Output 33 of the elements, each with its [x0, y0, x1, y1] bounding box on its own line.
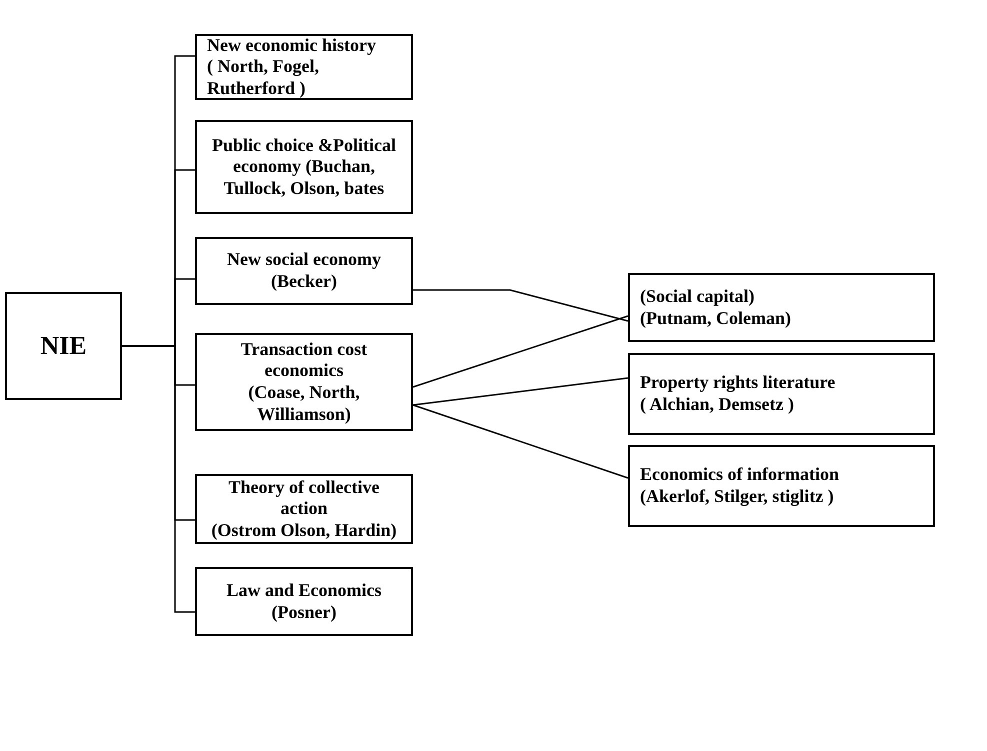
- text-box: [628, 353, 935, 435]
- box-text: Property rights literature: [640, 372, 836, 394]
- box-text: ( North, Fogel, Rutherford ): [207, 56, 320, 100]
- box-text: (Posner): [272, 602, 336, 624]
- connector-line: [412, 377, 628, 406]
- text-box: [628, 445, 935, 527]
- box-text: Public choice &Political economy (Buchan, Tullock, Olson, bates: [211, 134, 397, 200]
- text-box: [195, 120, 413, 214]
- box-text: Economics of information: [640, 464, 840, 486]
- box-text: Theory of collective action: [228, 476, 380, 520]
- box-text: (Coase, North, Williamson): [247, 382, 361, 426]
- box-text: ( Alchian, Demsetz ): [640, 394, 795, 416]
- box-text: (Becker): [271, 271, 337, 293]
- text-box: [628, 273, 935, 342]
- box-text: Transaction cost economics: [240, 338, 368, 382]
- box-text: Law and Economics: [226, 580, 382, 602]
- text-box: [195, 34, 413, 100]
- connector-line: [122, 345, 195, 613]
- text-box: [195, 237, 413, 305]
- box-text: NIE: [40, 330, 87, 362]
- box-text: (Putnam, Coleman): [640, 308, 792, 330]
- box-text: (Ostrom Olson, Hardin): [211, 520, 397, 542]
- connector-line: [412, 315, 628, 388]
- text-box: [195, 567, 413, 636]
- text-box: [195, 333, 413, 431]
- box-text: (Akerlof, Stilger, stiglitz ): [640, 486, 835, 508]
- box-text: New social economy: [227, 249, 381, 271]
- connector-line: [412, 404, 628, 479]
- box-text: (Social capital): [640, 286, 756, 308]
- connector-line: [413, 289, 628, 322]
- box-text: New economic history: [207, 34, 377, 56]
- text-box: [5, 292, 122, 400]
- text-box: [195, 474, 413, 544]
